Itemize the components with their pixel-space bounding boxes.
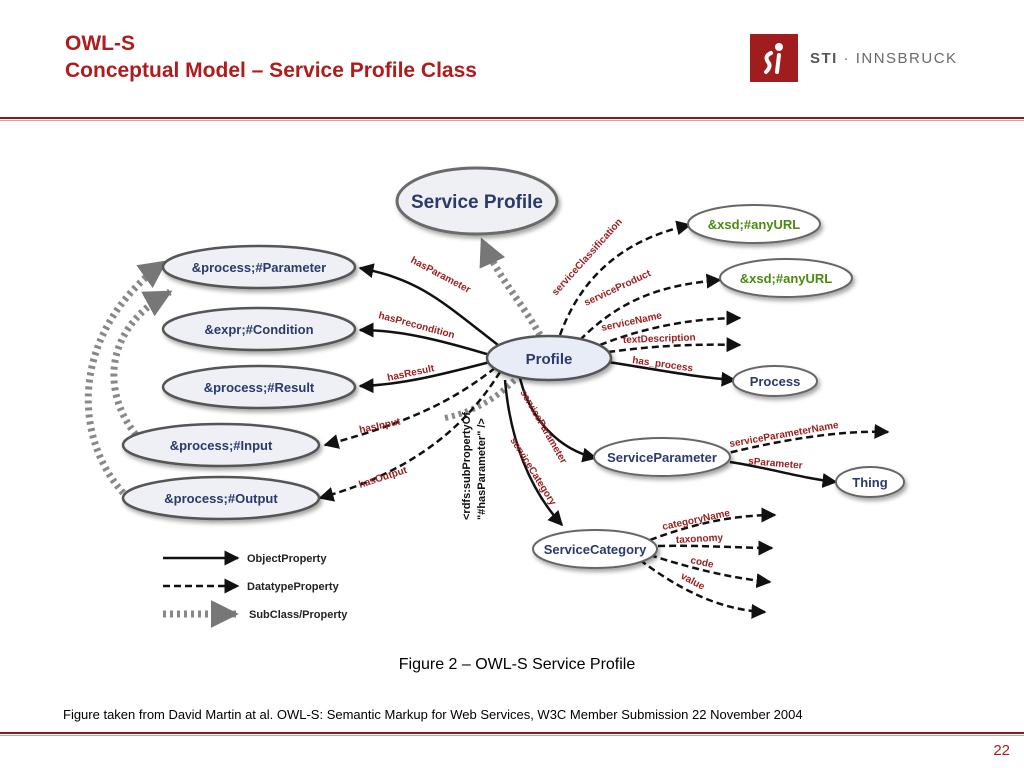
node-profile: Profile (485, 334, 613, 382)
node-anyurl-1: &xsd;#anyURL (687, 204, 821, 244)
label-categoryName: categoryName (661, 508, 731, 533)
node-condition: &expr;#Condition (161, 306, 357, 352)
owls-service-profile-diagram: Service Profile Profile &process;#Parame… (84, 166, 905, 628)
label-hasParameter: hasParameter (409, 255, 473, 296)
node-parameter-label: &process;#Parameter (192, 260, 326, 275)
slide-title-block: OWL-S Conceptual Model – Service Profile… (65, 30, 477, 84)
node-process-label: Process (750, 374, 801, 389)
node-service-parameter: ServiceParameter (593, 437, 731, 477)
figure-source: Figure taken from David Martin at al. OW… (63, 707, 803, 722)
node-profile-label: Profile (526, 351, 573, 368)
logo-separator: · (843, 49, 851, 67)
label-serviceProduct: serviceProduct (583, 268, 654, 309)
label-value: value (679, 571, 707, 593)
node-anyurl-2-label: &xsd;#anyURL (740, 271, 833, 286)
profile-edges (318, 220, 890, 619)
node-service-category: ServiceCategory (532, 529, 658, 569)
node-output: &process;#Output (121, 475, 321, 521)
legend-subclass-label: SubClass/Property (249, 609, 348, 621)
logo-text: STI · INNSBRUCK (810, 50, 958, 67)
node-anyurl-1-label: &xsd;#anyURL (708, 217, 801, 232)
node-process: Process (732, 365, 818, 397)
subprop-line-2: "#hasParameter" /> (476, 418, 488, 520)
legend: ObjectProperty DatatypeProperty SubClass… (163, 550, 348, 628)
page-number: 22 (993, 742, 1010, 759)
legend-object-label: ObjectProperty (247, 553, 327, 565)
node-output-label: &process;#Output (164, 491, 278, 506)
node-thing-label: Thing (852, 475, 887, 490)
header-rule (0, 117, 1024, 119)
node-input-label: &process;#Input (170, 438, 273, 453)
node-parameter: &process;#Parameter (161, 244, 357, 290)
subproperty-annotation: <rdfs:subPropertyOf "#hasParameter" /> (461, 412, 488, 520)
label-textDescription: textDescription (623, 332, 696, 346)
slide-subtitle: Conceptual Model – Service Profile Class (65, 59, 477, 82)
logo-place: INNSBRUCK (855, 49, 958, 67)
label-hasInput: hasInput (358, 416, 402, 436)
node-result: &process;#Result (161, 364, 357, 410)
logo-brand: STI (810, 49, 838, 67)
label-sParameter: sParameter (748, 456, 803, 472)
label-hasOutput: hasOutput (358, 465, 410, 491)
node-service-parameter-label: ServiceParameter (607, 450, 717, 465)
header-rule-shadow (0, 120, 1024, 121)
node-service-profile: Service Profile (395, 166, 559, 236)
sti-logo-mark-icon (750, 34, 798, 82)
node-service-category-label: ServiceCategory (544, 542, 647, 557)
sti-innsbruck-logo: STI · INNSBRUCK (750, 34, 958, 82)
footer-rule-shadow (0, 735, 1024, 736)
legend-datatype-label: DatatypeProperty (247, 581, 340, 593)
subprop-line-1: <rdfs:subPropertyOf (461, 412, 473, 520)
subclass-edges (84, 237, 544, 501)
label-code: code (689, 555, 715, 571)
node-result-label: &process;#Result (204, 380, 315, 395)
label-taxonomy: taxonomy (676, 533, 724, 546)
node-thing: Thing (835, 466, 905, 498)
figure-caption: Figure 2 – OWL-S Service Profile (398, 656, 636, 673)
node-service-profile-label: Service Profile (411, 192, 543, 213)
footer-rule (0, 732, 1024, 734)
node-input: &process;#Input (121, 422, 321, 468)
slide-title: OWL-S (65, 32, 135, 55)
node-condition-label: &expr;#Condition (204, 322, 313, 337)
node-anyurl-2: &xsd;#anyURL (719, 258, 853, 298)
